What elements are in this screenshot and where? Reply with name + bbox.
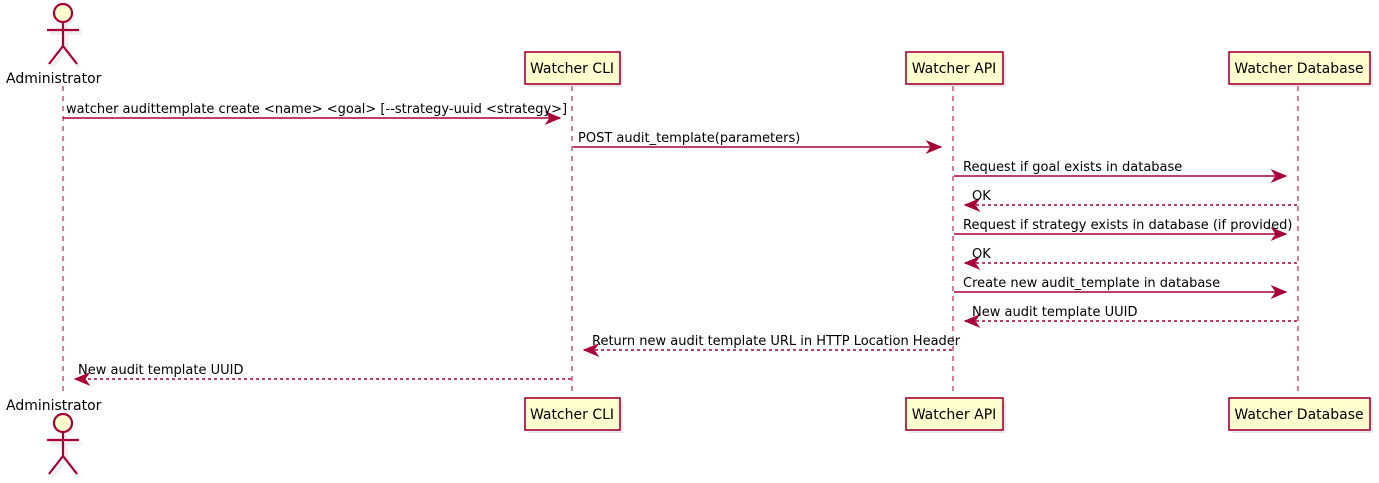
participant-label-api-top: Watcher API bbox=[912, 61, 997, 77]
message-9[interactable]: Return new audit template URL in HTTP Lo… bbox=[582, 334, 961, 357]
actor-leg-right-icon bbox=[62, 455, 78, 475]
actor-leg-left-icon bbox=[48, 45, 64, 65]
participant-box-api-bottom[interactable]: Watcher API bbox=[905, 397, 1006, 433]
actor-label-administrator-bottom: Administrator bbox=[6, 398, 102, 414]
actor-label-administrator-top: Administrator bbox=[6, 71, 102, 87]
message-label: Request if goal exists in database bbox=[963, 160, 1182, 175]
messages: watcher audittemplate create <name> <goa… bbox=[63, 102, 1297, 386]
message-label: POST audit_template(parameters) bbox=[578, 131, 800, 146]
message-8[interactable]: New audit template UUID bbox=[963, 305, 1297, 328]
actor-leg-right-icon bbox=[62, 45, 78, 65]
participant-box-cli-top[interactable]: Watcher CLI bbox=[524, 51, 623, 87]
participant-label-api-bottom: Watcher API bbox=[912, 407, 997, 423]
participant-box-rect bbox=[524, 397, 621, 431]
participant-box-rect bbox=[1228, 397, 1371, 431]
participant-box-rect bbox=[905, 51, 1004, 85]
participant-label-db-top: Watcher Database bbox=[1234, 61, 1363, 77]
participant-box-rect bbox=[524, 51, 621, 85]
actor-administrator-bottom[interactable]: Administrator bbox=[6, 398, 102, 479]
participant-label-db-bottom: Watcher Database bbox=[1234, 407, 1363, 423]
message-label: Create new audit_template in database bbox=[963, 276, 1220, 291]
participant-box-db-top[interactable]: Watcher Database bbox=[1228, 51, 1373, 87]
participant-box-cli-bottom[interactable]: Watcher CLI bbox=[524, 397, 623, 433]
message-label: New audit template UUID bbox=[972, 305, 1137, 320]
lifelines bbox=[62, 86, 1299, 396]
participant-label-cli-bottom: Watcher CLI bbox=[530, 407, 614, 423]
message-6[interactable]: OK bbox=[963, 247, 1297, 270]
message-2[interactable]: POST audit_template(parameters) bbox=[573, 131, 943, 154]
message-7[interactable]: Create new audit_template in database bbox=[954, 276, 1288, 299]
actor-head-icon bbox=[52, 2, 74, 24]
participant-box-rect bbox=[1228, 51, 1371, 85]
message-label: New audit template UUID bbox=[78, 363, 243, 378]
actor-head-icon bbox=[52, 412, 74, 434]
participant-label-cli-top: Watcher CLI bbox=[530, 61, 614, 77]
participant-box-rect bbox=[905, 397, 1004, 431]
message-4[interactable]: OK bbox=[963, 189, 1297, 212]
message-5[interactable]: Request if strategy exists in database (… bbox=[954, 218, 1292, 241]
message-label: Request if strategy exists in database (… bbox=[963, 218, 1292, 233]
message-label: watcher audittemplate create <name> <goa… bbox=[66, 102, 567, 117]
message-label: OK bbox=[972, 247, 991, 262]
message-10[interactable]: New audit template UUID bbox=[73, 363, 571, 386]
message-3[interactable]: Request if goal exists in database bbox=[954, 160, 1288, 183]
actor-leg-left-icon bbox=[48, 455, 64, 475]
actor-administrator-top[interactable]: Administrator bbox=[6, 2, 102, 87]
message-label: OK bbox=[972, 189, 991, 204]
participant-box-db-bottom[interactable]: Watcher Database bbox=[1228, 397, 1373, 433]
participant-box-api-top[interactable]: Watcher API bbox=[905, 51, 1006, 87]
message-label: Return new audit template URL in HTTP Lo… bbox=[592, 334, 961, 349]
message-1[interactable]: watcher audittemplate create <name> <goa… bbox=[63, 102, 567, 125]
